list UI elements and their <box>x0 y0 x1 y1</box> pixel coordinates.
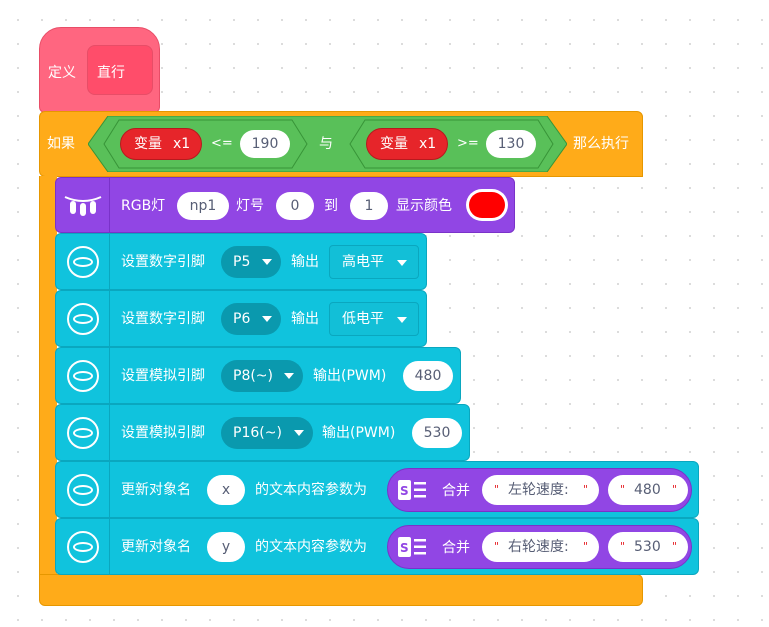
output-label: 输出 <box>291 254 319 270</box>
svg-text:S: S <box>400 541 409 555</box>
color-swatch <box>469 192 505 218</box>
svg-text:S: S <box>400 484 409 498</box>
pwm-value-input[interactable]: 480 <box>403 361 453 391</box>
pin-dropdown-value: P6 <box>233 311 251 327</box>
join-reporter[interactable]: S 合并 " 左轮速度: " " 480 " <box>387 468 692 512</box>
display-icon <box>67 531 99 563</box>
update-label: 更新对象名 <box>121 539 191 555</box>
join-string-1-text: 左轮速度: <box>508 482 569 498</box>
pin-dropdown[interactable]: P5 <box>221 246 281 278</box>
pin-block-label: 设置模拟引脚 <box>121 425 205 441</box>
rgb-block[interactable]: RGB灯 np1 灯号 0 到 1 显示颜色 <box>55 177 515 233</box>
if-block-footer[interactable] <box>39 574 643 606</box>
pin-dropdown[interactable]: P8(~) <box>221 360 303 392</box>
variable-name: x1 <box>173 136 191 152</box>
display-icon-box <box>56 462 110 517</box>
level-dropdown[interactable]: 低电平 <box>329 302 419 336</box>
pin-icon <box>67 417 99 449</box>
join-string-1[interactable]: " 右轮速度: " <box>482 532 599 562</box>
chevron-down-icon <box>284 373 294 379</box>
chevron-down-icon <box>294 430 304 436</box>
join-string-2[interactable]: " 480 " <box>608 475 688 505</box>
output-pwm-label: 输出(PWM) <box>313 368 387 384</box>
object-name-input[interactable]: y <box>207 532 245 562</box>
rgb-icon-box <box>56 178 110 232</box>
rgb-strip-input[interactable]: np1 <box>177 192 229 220</box>
define-keyword: 定义 <box>48 65 76 81</box>
and-label: 与 <box>319 136 333 152</box>
pin-icon <box>67 303 99 335</box>
if-keyword: 如果 <box>47 136 75 152</box>
join-string-2-text: 530 <box>634 539 661 555</box>
level-dropdown-value: 低电平 <box>342 311 384 327</box>
define-block[interactable]: 定义 直行 <box>39 27 160 113</box>
pin-block-label: 设置数字引脚 <box>121 254 205 270</box>
pin-icon <box>67 246 99 278</box>
compare-value-right[interactable]: 130 <box>486 130 536 158</box>
variable-label: 变量 <box>134 136 162 152</box>
join-label: 合并 <box>442 483 470 499</box>
variable-name: x1 <box>419 136 437 152</box>
join-string-1-text: 右轮速度: <box>508 539 569 555</box>
join-string-2[interactable]: " 530 " <box>608 532 688 562</box>
level-dropdown[interactable]: 高电平 <box>329 245 419 279</box>
compare-value-left[interactable]: 190 <box>240 130 290 158</box>
set-digital-pin-block[interactable]: 设置数字引脚 P5 输出 高电平 <box>55 233 427 290</box>
set-analog-pin-block[interactable]: 设置模拟引脚 P16(~) 输出(PWM) 530 <box>55 404 470 461</box>
join-string-2-text: 480 <box>634 482 661 498</box>
object-name-input[interactable]: x <box>207 475 245 505</box>
chevron-down-icon <box>262 259 272 265</box>
pin-icon-box <box>56 234 110 289</box>
pin-icon <box>67 360 99 392</box>
set-analog-pin-block[interactable]: 设置模拟引脚 P8(~) 输出(PWM) 480 <box>55 347 461 404</box>
update-text-block[interactable]: 更新对象名 y 的文本内容参数为 S 合并 " 右轮速度: " " 530 " <box>55 518 699 575</box>
content-label: 的文本内容参数为 <box>255 482 367 498</box>
set-digital-pin-block[interactable]: 设置数字引脚 P6 输出 低电平 <box>55 290 427 347</box>
led-strip-icon <box>64 196 102 216</box>
output-pwm-label: 输出(PWM) <box>322 425 396 441</box>
level-dropdown-value: 高电平 <box>342 254 384 270</box>
color-picker[interactable] <box>466 189 508 221</box>
to-label: 到 <box>324 198 338 214</box>
join-label: 合并 <box>442 540 470 556</box>
pin-icon-box <box>56 405 110 460</box>
if-block-arm <box>39 176 57 576</box>
update-label: 更新对象名 <box>121 482 191 498</box>
update-text-block[interactable]: 更新对象名 x 的文本内容参数为 S 合并 " 左轮速度: " " 480 " <box>55 461 699 518</box>
join-icon: S <box>398 537 426 557</box>
pin-dropdown[interactable]: P16(~) <box>221 417 313 449</box>
then-keyword: 那么执行 <box>573 136 629 152</box>
pin-dropdown-value: P16(~) <box>233 425 282 441</box>
pin-icon-box <box>56 291 110 346</box>
pin-dropdown-value: P8(~) <box>233 368 274 384</box>
pin-icon-box <box>56 348 110 403</box>
content-label: 的文本内容参数为 <box>255 539 367 555</box>
display-icon <box>67 474 99 506</box>
pwm-value-input[interactable]: 530 <box>412 418 462 448</box>
variable-reporter-left[interactable]: 变量 x1 <box>120 128 202 160</box>
display-icon-box <box>56 519 110 574</box>
join-reporter[interactable]: S 合并 " 右轮速度: " " 530 " <box>387 525 692 569</box>
lamp-to-input[interactable]: 1 <box>350 192 388 220</box>
variable-reporter-right[interactable]: 变量 x1 <box>366 128 448 160</box>
chevron-down-icon <box>262 316 272 322</box>
operator-le: <= <box>211 136 233 151</box>
rgb-label: RGB灯 <box>121 198 166 214</box>
join-icon: S <box>398 480 426 500</box>
chevron-down-icon <box>397 317 407 323</box>
variable-label: 变量 <box>380 136 408 152</box>
pin-block-label: 设置模拟引脚 <box>121 368 205 384</box>
operator-ge: >= <box>457 136 479 151</box>
pin-dropdown[interactable]: P6 <box>221 303 281 335</box>
define-name: 直行 <box>97 65 125 81</box>
define-name-slot[interactable]: 直行 <box>87 45 153 95</box>
join-string-1[interactable]: " 左轮速度: " <box>482 475 599 505</box>
output-label: 输出 <box>291 311 319 327</box>
pin-dropdown-value: P5 <box>233 254 251 270</box>
pin-block-label: 设置数字引脚 <box>121 311 205 327</box>
show-color-label: 显示颜色 <box>396 198 452 214</box>
chevron-down-icon <box>397 260 407 266</box>
lamp-label: 灯号 <box>236 198 264 214</box>
lamp-from-input[interactable]: 0 <box>276 192 314 220</box>
